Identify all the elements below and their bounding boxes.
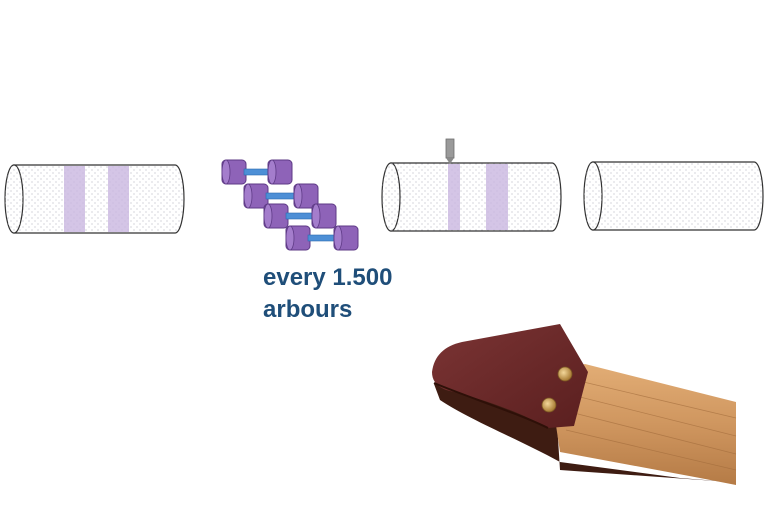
sanding-stick-photo [432, 324, 737, 485]
band-left [64, 166, 85, 232]
plain-cylinder [583, 161, 764, 231]
arbour [285, 225, 359, 251]
wood-stick [548, 364, 736, 485]
band-right [108, 166, 129, 232]
arbour-caption: every 1.500 arbours [263, 262, 392, 326]
rivet-bottom [541, 397, 557, 413]
cutting-tool [445, 138, 455, 164]
cylinder-with-tool-and-bands [381, 138, 562, 232]
rivet-top [557, 366, 573, 382]
arbour [221, 159, 293, 185]
caption-line-1: every 1.500 [263, 264, 393, 291]
cylinder-with-two-bands [4, 164, 185, 234]
arbour-stack [221, 159, 359, 251]
arbour [263, 203, 337, 229]
band-narrow [448, 164, 460, 230]
arbour [243, 183, 319, 209]
caption-line-2: arbours [263, 296, 353, 323]
band-wide [486, 164, 508, 230]
